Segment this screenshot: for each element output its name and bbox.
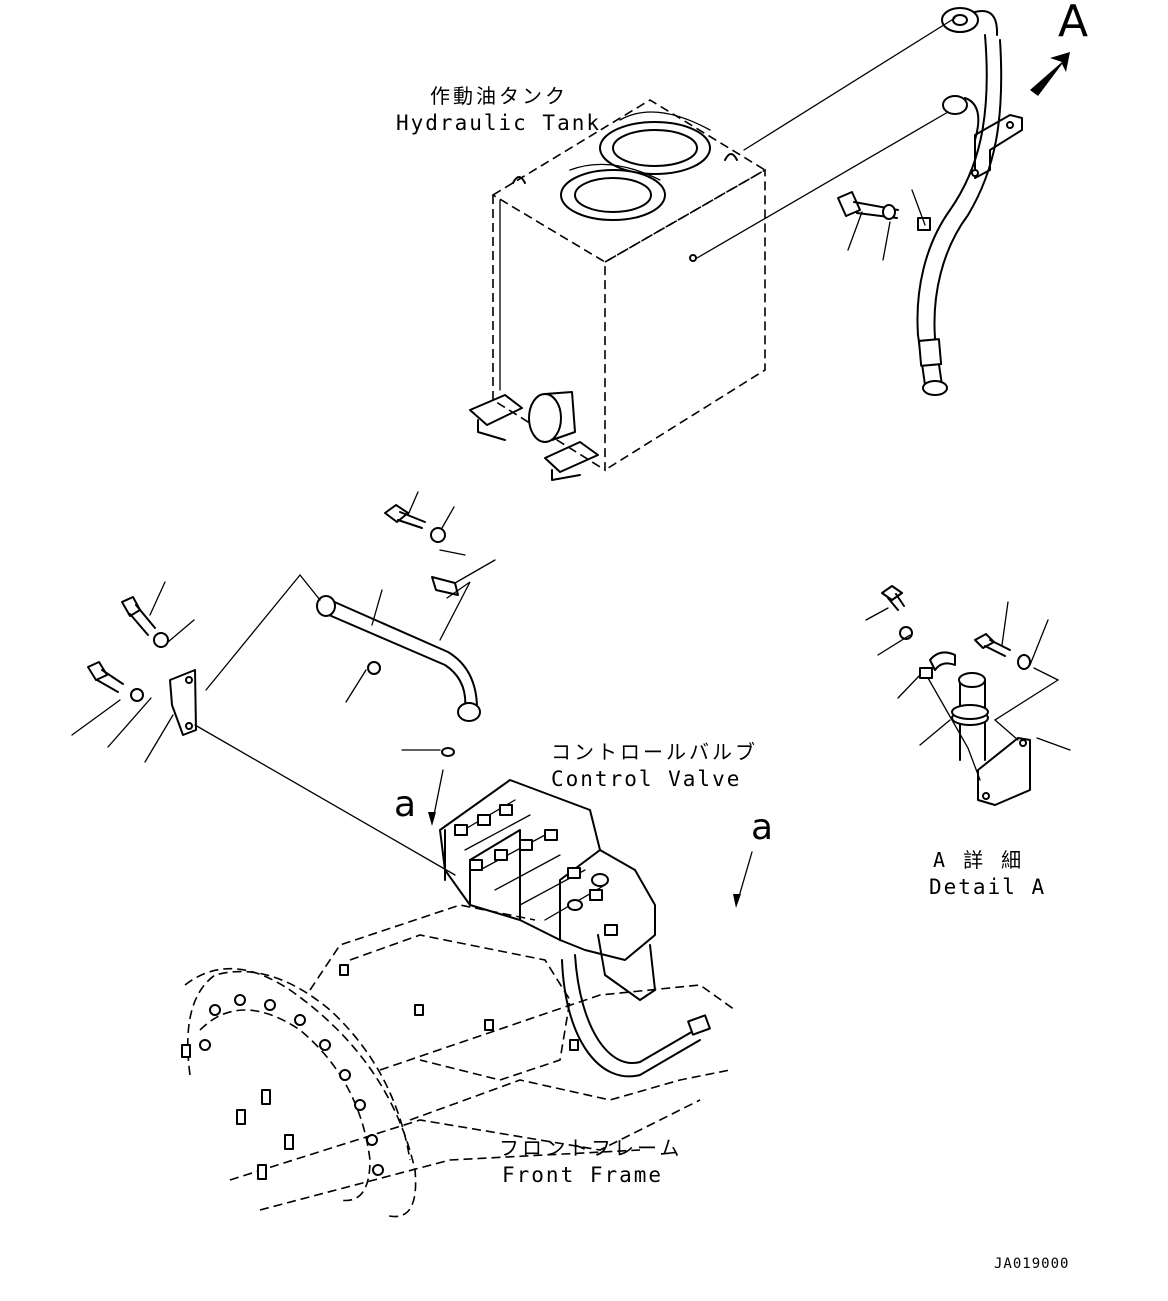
drawing-code: JA019000 (994, 1256, 1070, 1272)
control-valve-label-en: Control Valve (551, 767, 742, 791)
front-frame (181, 904, 736, 1218)
hydraulic-tank-label-en: Hydraulic Tank (396, 111, 602, 135)
leader-tank-to-hose-lower (696, 111, 949, 259)
detail-a-assembly (865, 585, 1071, 806)
detail-a-label-en: Detail A (929, 875, 1047, 899)
tank-hose-assembly (837, 7, 1023, 396)
view-a-arrow (1030, 52, 1070, 96)
control-valve (439, 779, 656, 961)
view-a-mark: A (1058, 0, 1089, 47)
hydraulic-tank-label-jp: 作動油タンク (430, 84, 568, 108)
control-valve-pipe-group (71, 491, 496, 876)
hydraulic-tank (469, 99, 767, 481)
leader-tank-to-hose-upper (743, 17, 956, 151)
ref-a-right-mark: a (751, 807, 774, 848)
front-frame-label-jp: フロントフレーム (499, 1136, 683, 1160)
control-valve-label-jp: コントロールバルブ (551, 740, 758, 764)
ref-a-arrows (428, 769, 753, 908)
front-frame-label-en: Front Frame (502, 1163, 664, 1187)
detail-a-label-jp: A 詳 細 (933, 848, 1025, 872)
ref-a-left-mark: a (394, 784, 417, 825)
